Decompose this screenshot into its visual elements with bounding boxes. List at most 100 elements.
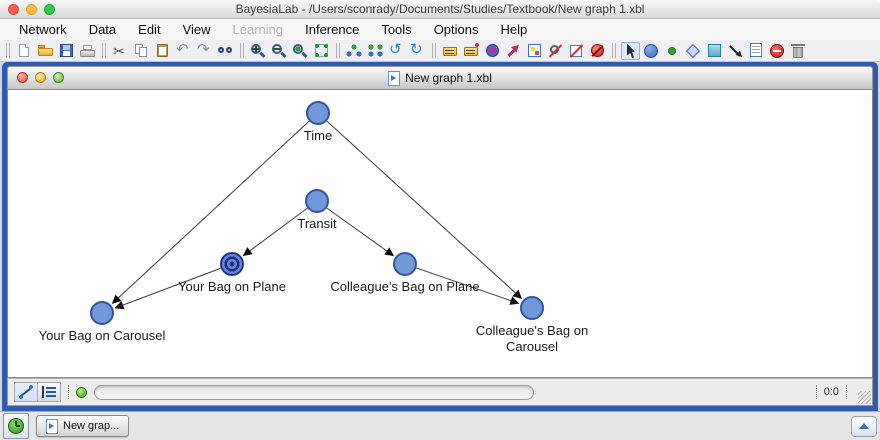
- menu-item-inference[interactable]: Inference: [305, 22, 360, 37]
- app-title-bar: BayesiaLab - /Users/sconrady/Documents/S…: [0, 0, 880, 19]
- document-icon: [388, 70, 401, 86]
- document-title-bar[interactable]: New graph 1.xbl: [7, 66, 873, 89]
- show-values-icon[interactable]: [441, 42, 460, 60]
- copy-icon[interactable]: [132, 42, 151, 60]
- menu-item-options[interactable]: Options: [433, 22, 479, 37]
- menu-item-data[interactable]: Data: [88, 22, 117, 37]
- menu-item-tools[interactable]: Tools: [381, 22, 412, 37]
- zoom-selection-icon[interactable]: [291, 41, 310, 60]
- document-window-controls: [17, 72, 64, 83]
- task-button[interactable]: New grap...: [36, 415, 130, 437]
- status-led-icon: [76, 386, 87, 398]
- status-bar: 0:0: [7, 378, 873, 406]
- rotate-left-icon[interactable]: [387, 41, 406, 60]
- close-button[interactable]: [8, 4, 19, 15]
- create-note-icon[interactable]: [747, 42, 766, 60]
- toolbar-separator: [336, 43, 340, 58]
- toolbar-separator: [6, 43, 10, 58]
- menu-item-edit[interactable]: Edit: [138, 22, 161, 37]
- status-separator: [846, 385, 847, 399]
- select-icon[interactable]: [621, 41, 640, 60]
- graph-node-label-time: Time: [303, 128, 333, 143]
- graph-edge-transit-your-bag-plane[interactable]: [242, 207, 308, 257]
- graph-edge-your-bag-plane-your-bag-carousel[interactable]: [114, 267, 221, 310]
- task-button-label: New grap...: [63, 420, 120, 432]
- toolbar-separator: [102, 43, 106, 58]
- paste-icon[interactable]: [153, 42, 172, 60]
- zoom-in-icon[interactable]: [249, 41, 268, 60]
- arc-mode-icon: [17, 384, 35, 400]
- status-separator: [68, 385, 69, 399]
- graph-edge-time-colleague-bag-carousel[interactable]: [326, 120, 523, 299]
- hide-monitors-icon[interactable]: [546, 42, 565, 60]
- stop-inference-icon[interactable]: [588, 42, 607, 60]
- arc-mode-button[interactable]: [15, 383, 38, 401]
- document-minimize-button[interactable]: [35, 72, 46, 83]
- menu-item-learning: Learning: [232, 22, 284, 37]
- toolbar-separator: [240, 43, 244, 58]
- taskbar: New grap...: [0, 411, 880, 440]
- graph-edge-colleague-bag-plane-colleague-bag-carousel[interactable]: [416, 267, 520, 305]
- document-icon: [46, 418, 58, 434]
- layout-auto-icon[interactable]: [345, 42, 364, 60]
- zoom-button[interactable]: [44, 4, 55, 15]
- node-editor-icon[interactable]: [525, 42, 544, 60]
- edit-values-icon[interactable]: [462, 41, 481, 60]
- hide-charts-icon[interactable]: [567, 42, 586, 60]
- rotate-right-icon[interactable]: [408, 41, 427, 60]
- create-constraint-node-icon[interactable]: [663, 42, 682, 60]
- status-separator: [815, 385, 817, 399]
- menu-item-help[interactable]: Help: [500, 22, 528, 37]
- graph-node-colleague-bag-plane[interactable]: [393, 252, 417, 276]
- document-maximize-button[interactable]: [53, 72, 64, 83]
- cut-icon[interactable]: [111, 42, 130, 60]
- find-icon[interactable]: [216, 42, 235, 60]
- new-icon[interactable]: [15, 42, 34, 60]
- graph-edge-transit-colleague-bag-plane[interactable]: [326, 207, 395, 257]
- set-target-icon[interactable]: [500, 37, 526, 63]
- graph-node-transit[interactable]: [305, 189, 329, 213]
- delete-icon[interactable]: [789, 42, 808, 60]
- target-node-icon[interactable]: [483, 42, 502, 60]
- undo-icon[interactable]: [174, 41, 193, 60]
- zoom-out-icon[interactable]: [270, 41, 289, 60]
- print-icon[interactable]: [78, 42, 97, 60]
- menu-item-network[interactable]: Network: [19, 22, 67, 37]
- create-arc-icon[interactable]: [726, 42, 745, 60]
- resize-grip[interactable]: [858, 391, 871, 404]
- graph-node-label-your-bag-plane: Your Bag on Plane: [178, 279, 286, 294]
- monitor-panel-button[interactable]: [38, 383, 60, 401]
- graph-node-your-bag-plane[interactable]: [220, 252, 244, 276]
- status-tool-group: [14, 382, 61, 402]
- clock-icon: [8, 418, 24, 434]
- clock-button[interactable]: [3, 413, 29, 439]
- create-utility-node-icon[interactable]: [684, 42, 703, 60]
- open-icon[interactable]: [36, 42, 55, 60]
- create-decision-node-icon[interactable]: [705, 42, 724, 60]
- restore-windows-button[interactable]: [851, 415, 877, 437]
- cursor-coordinates: 0:0: [823, 386, 839, 398]
- graph-node-time[interactable]: [306, 101, 330, 125]
- redo-icon[interactable]: [195, 41, 214, 60]
- menu-item-view[interactable]: View: [182, 22, 211, 37]
- graph-node-label-colleague-bag-plane: Colleague's Bag on Plane: [330, 279, 480, 294]
- create-node-icon[interactable]: [642, 42, 661, 60]
- forbid-arc-icon[interactable]: [768, 42, 787, 60]
- minimize-button[interactable]: [26, 4, 37, 15]
- graph-node-colleague-bag-carousel[interactable]: [520, 296, 544, 320]
- graph-node-label-transit: Transit: [297, 216, 337, 231]
- toolbar-separator: [612, 43, 616, 58]
- save-icon[interactable]: [57, 42, 76, 60]
- graph-node-your-bag-carousel[interactable]: [90, 301, 114, 325]
- layout-grid-icon[interactable]: [366, 42, 385, 60]
- graph-edges-layer: [111, 120, 523, 310]
- graph-node-label-your-bag-carousel: Your Bag on Carousel: [38, 328, 166, 343]
- document-close-button[interactable]: [17, 72, 28, 83]
- graph-edge-time-your-bag-carousel[interactable]: [111, 120, 310, 304]
- fit-view-icon[interactable]: [312, 42, 331, 60]
- window-controls: [8, 4, 55, 15]
